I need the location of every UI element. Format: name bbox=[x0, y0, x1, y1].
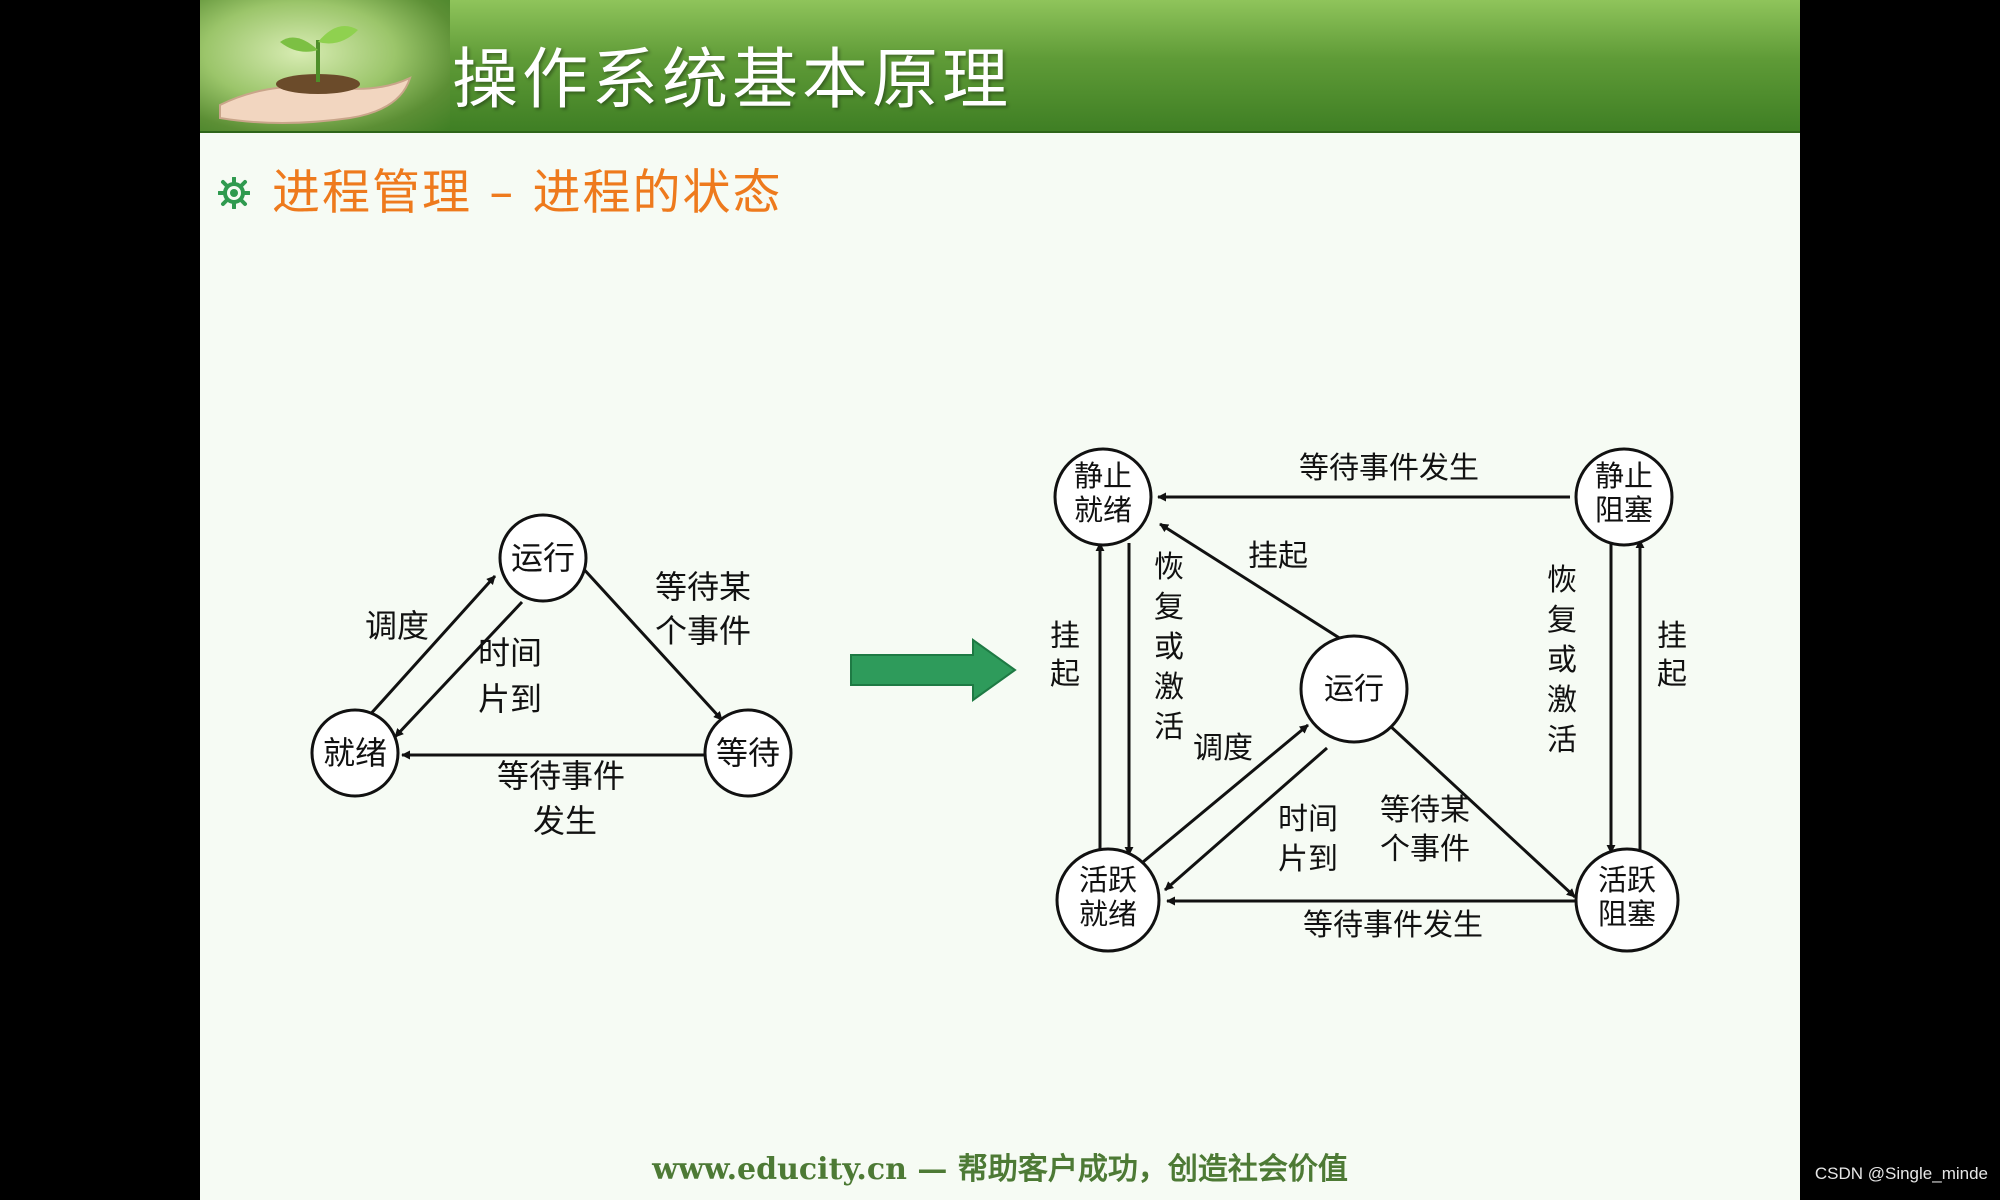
label-left-suspend-1: 挂 bbox=[1050, 619, 1080, 654]
csdn-watermark: CSDN @Single_minde bbox=[1815, 1164, 1988, 1184]
transform-arrow-icon bbox=[851, 640, 1015, 700]
footer-dash: — bbox=[907, 1152, 958, 1187]
slide: 操作系统基本原理 进程管理 – 进程的状态 bbox=[200, 0, 1800, 1200]
label-timeslice-line1: 时间 bbox=[1278, 802, 1338, 837]
label-left-resume-5: 活 bbox=[1154, 710, 1184, 745]
state-waiting: 等待 bbox=[705, 710, 791, 796]
label-wait-event-line2: 个事件 bbox=[655, 612, 751, 650]
state-waiting-label: 等待 bbox=[716, 734, 780, 772]
label-left-resume-3: 或 bbox=[1154, 630, 1184, 665]
state-running-label: 运行 bbox=[511, 539, 575, 577]
footer-text: 帮助客户成功，创造社会价值 bbox=[958, 1152, 1348, 1187]
label-wait-event-line2: 个事件 bbox=[1380, 832, 1470, 867]
label-right-suspend-2: 起 bbox=[1657, 657, 1687, 692]
label-left-resume-2: 复 bbox=[1154, 590, 1184, 625]
label-wait-event-line1: 等待某 bbox=[1380, 793, 1470, 828]
label-top-event-occurs: 等待事件发生 bbox=[1299, 451, 1479, 486]
state-static-blocked-line2: 阻塞 bbox=[1595, 493, 1653, 527]
state-ready: 就绪 bbox=[312, 710, 398, 796]
label-bottom-event-occurs: 等待事件发生 bbox=[1303, 908, 1483, 943]
label-right-resume-2: 复 bbox=[1547, 603, 1577, 638]
label-timeslice-line2: 片到 bbox=[1278, 842, 1338, 877]
state-static-ready-line1: 静止 bbox=[1074, 459, 1132, 493]
label-left-resume-4: 激 bbox=[1154, 670, 1184, 705]
state-active-ready-line1: 活跃 bbox=[1079, 863, 1137, 897]
state-active-ready-line2: 就绪 bbox=[1079, 897, 1137, 931]
state-active-blocked-line1: 活跃 bbox=[1598, 863, 1656, 897]
label-right-resume-3: 或 bbox=[1547, 643, 1577, 678]
footer-slogan: www.educity.cn — 帮助客户成功，创造社会价值 bbox=[200, 1144, 1800, 1188]
state-running: 运行 bbox=[1301, 636, 1407, 742]
state-ready-label: 就绪 bbox=[323, 734, 387, 772]
state-running-label: 运行 bbox=[1324, 672, 1384, 707]
label-event-occurs-line1: 等待事件 bbox=[497, 757, 625, 795]
label-dispatch: 调度 bbox=[1193, 731, 1253, 766]
state-active-blocked: 活跃 阻塞 bbox=[1576, 849, 1678, 951]
footer-site: www.educity.cn bbox=[652, 1152, 907, 1187]
label-wait-event-line1: 等待某 bbox=[655, 568, 751, 606]
state-static-blocked-line1: 静止 bbox=[1595, 459, 1653, 493]
state-static-blocked: 静止 阻塞 bbox=[1576, 449, 1672, 545]
label-timeslice-line1: 时间 bbox=[478, 634, 542, 672]
label-right-resume-4: 激 bbox=[1547, 683, 1577, 718]
label-right-resume-1: 恢 bbox=[1547, 563, 1577, 598]
label-left-suspend-2: 起 bbox=[1050, 657, 1080, 692]
process-state-diagrams: 运行 就绪 等待 调度 时间 片到 等待某 个事件 等待事件 发生 bbox=[200, 0, 1800, 1200]
label-dispatch: 调度 bbox=[365, 607, 429, 645]
label-event-occurs-line2: 发生 bbox=[533, 802, 597, 840]
state-running: 运行 bbox=[500, 515, 586, 601]
label-left-resume-1: 恢 bbox=[1154, 550, 1184, 585]
state-active-ready: 活跃 就绪 bbox=[1057, 849, 1159, 951]
state-active-blocked-line2: 阻塞 bbox=[1598, 897, 1656, 931]
state-static-ready-line2: 就绪 bbox=[1074, 493, 1132, 527]
label-right-resume-5: 活 bbox=[1547, 723, 1577, 758]
state-static-ready: 静止 就绪 bbox=[1055, 449, 1151, 545]
label-right-suspend-1: 挂 bbox=[1657, 619, 1687, 654]
label-suspend-from-running: 挂起 bbox=[1248, 539, 1308, 574]
label-timeslice-line2: 片到 bbox=[478, 680, 542, 718]
